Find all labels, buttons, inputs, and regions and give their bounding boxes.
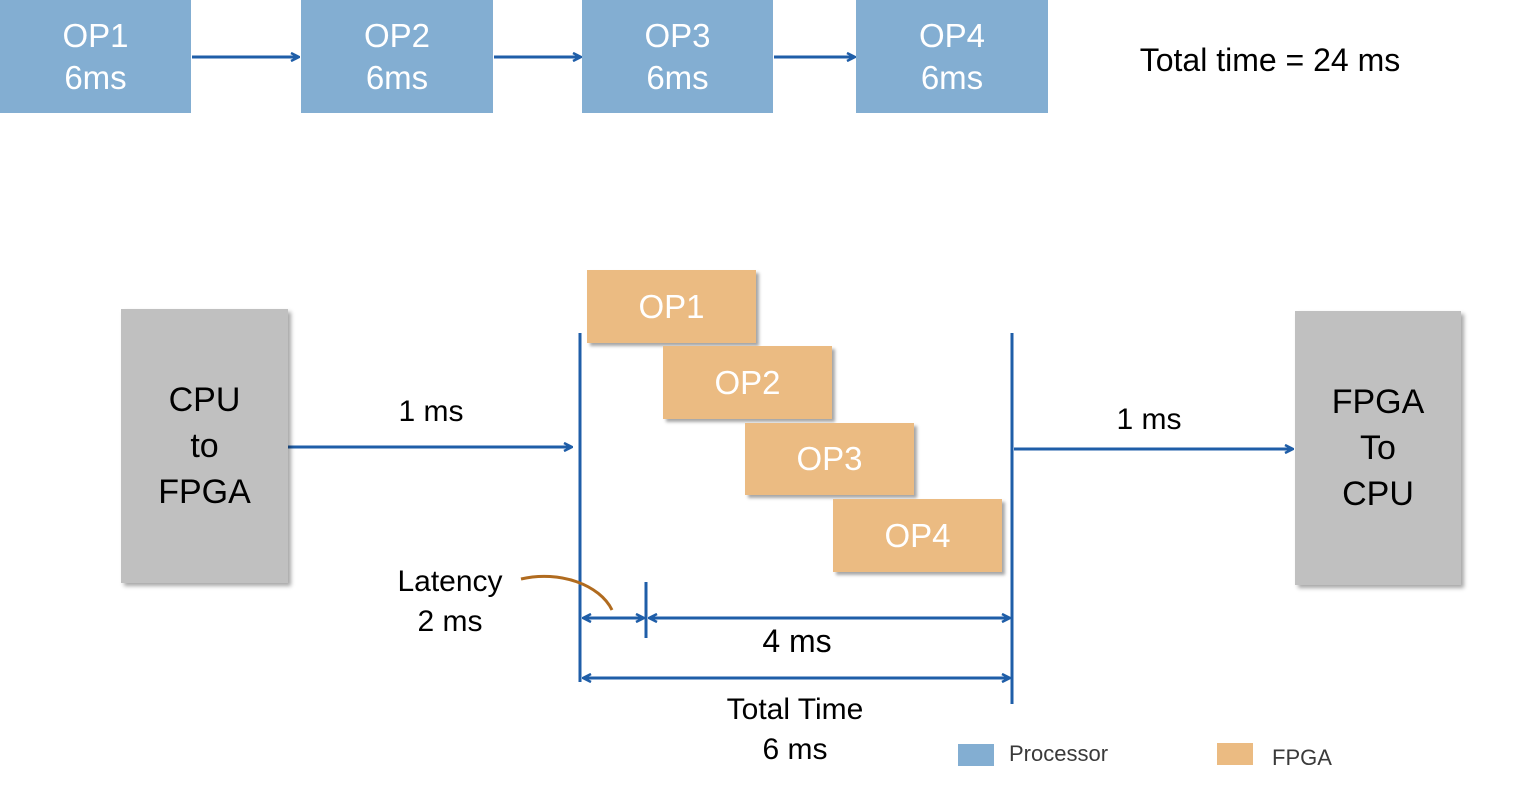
- fpga-op2-box: OP2: [663, 346, 832, 419]
- sequential-total-label: Total time = 24 ms: [1139, 42, 1401, 78]
- latency-value: 2 ms: [417, 605, 483, 638]
- seq-op4-box: OP4 6ms: [856, 0, 1048, 113]
- seq-op3-name: OP3: [644, 16, 711, 54]
- cpu-to-fpga-line-3: FPGA: [158, 473, 251, 511]
- total-time-title: Total Time: [726, 693, 864, 726]
- seq-op2-box: OP2 6ms: [301, 0, 493, 113]
- seq-op2-time: 6ms: [365, 58, 429, 96]
- seq-op2-name: OP2: [363, 16, 431, 54]
- fpga-op3-box: OP3: [745, 423, 914, 495]
- total-time-label: Total Time 6 ms: [690, 690, 900, 770]
- seq-op4-name: OP4: [918, 16, 986, 54]
- fpga-to-cpu-block: FPGA To CPU: [1295, 311, 1461, 585]
- fpga-op2-label: OP2: [714, 363, 781, 401]
- fpga-to-cpu-line-3: CPU: [1342, 475, 1414, 513]
- latency-label: Latency 2 ms: [375, 562, 525, 642]
- seq-op1-box: OP1 6ms: [0, 0, 191, 113]
- latency-title: Latency: [397, 565, 503, 598]
- fpga-op1-label: OP1: [638, 287, 705, 325]
- legend-processor-label: Processor: [1009, 741, 1109, 766]
- seq-op1-name: OP1: [62, 16, 129, 54]
- fpga-op4-box: OP4: [833, 499, 1002, 572]
- in-transfer-label: 1 ms: [398, 395, 464, 428]
- latency-pointer-curve: [520, 574, 614, 611]
- seq-op1-time: 6ms: [64, 58, 127, 96]
- cpu-to-fpga-line-1: CPU: [168, 381, 241, 419]
- seq-op3-box: OP3 6ms: [582, 0, 773, 113]
- span-label: 4 ms: [762, 623, 832, 659]
- fpga-to-cpu-line-1: FPGA: [1331, 383, 1425, 421]
- cpu-to-fpga-block: CPU to FPGA: [121, 309, 288, 583]
- seq-op3-time: 6ms: [646, 58, 709, 96]
- fpga-to-cpu-line-2: To: [1360, 429, 1396, 467]
- legend-fpga-label: FPGA: [1272, 745, 1332, 770]
- cpu-to-fpga-line-2: to: [190, 427, 219, 465]
- total-time-value: 6 ms: [762, 733, 828, 766]
- out-transfer-label: 1 ms: [1116, 403, 1182, 436]
- fpga-op4-label: OP4: [884, 516, 951, 554]
- fpga-op1-box: OP1: [587, 270, 756, 343]
- legend-fpga-swatch: [1217, 743, 1253, 765]
- fpga-op3-label: OP3: [796, 440, 863, 477]
- legend-processor-swatch: [958, 744, 994, 766]
- seq-op4-time: 6ms: [920, 58, 984, 96]
